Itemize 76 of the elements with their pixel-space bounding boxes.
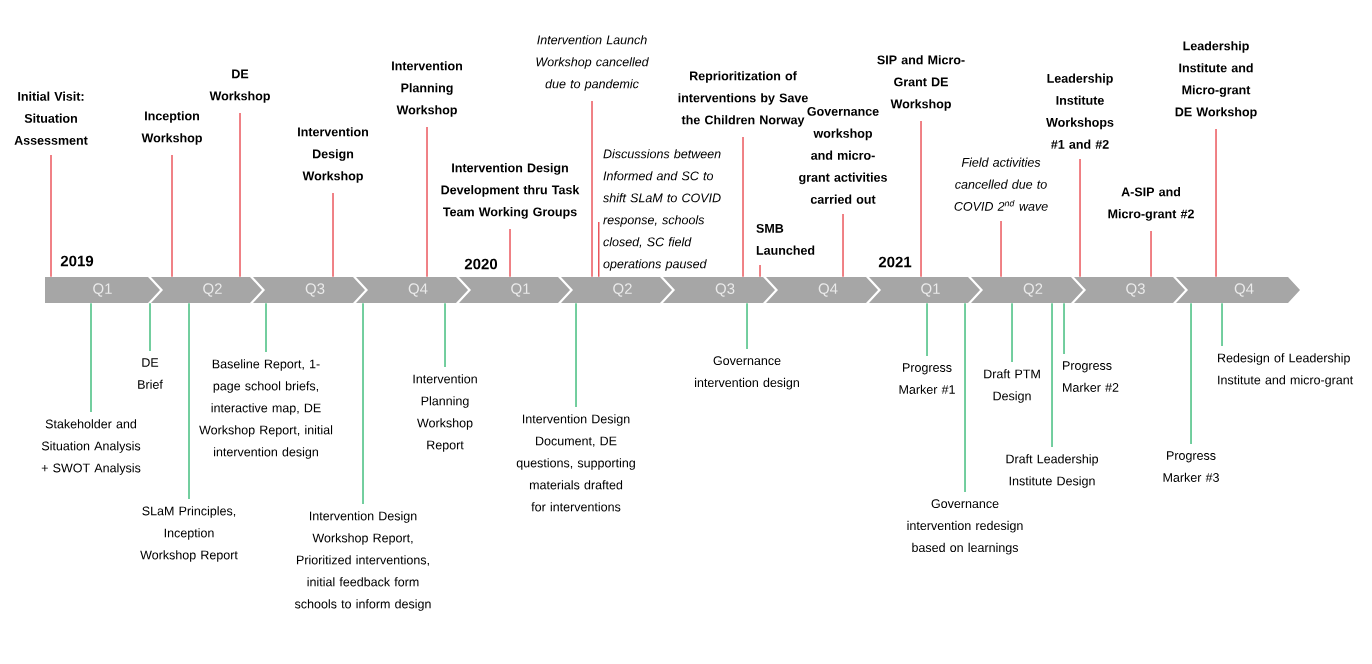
- event-label: Field activities cancelled due to COVID 2$^{nd}$ wave: [954, 157, 1048, 211]
- leader-line: [746, 302, 748, 350]
- leader-line: [265, 302, 267, 353]
- leader-line: [842, 213, 844, 278]
- leader-line: [598, 221, 600, 278]
- leader-line: [926, 302, 928, 357]
- quarter-label: Q3: [305, 283, 325, 297]
- output-label: SLaM Principles, Inception Workshop Report: [140, 506, 238, 562]
- year-label: 2020: [464, 258, 498, 270]
- output-label: Redesign of Leadership Institute and micro-grant: [1218, 353, 1354, 387]
- output-label: Intervention Design Workshop Report, Prioritized interventions, initial feedback form schools to inform design: [294, 511, 431, 611]
- quarter-label: Q2: [613, 283, 632, 297]
- quarter-label: Q1: [93, 283, 112, 297]
- output-label: Stakeholder and Situation Analysis + SWOT Analysis: [41, 419, 141, 475]
- event-label: Initial Visit: Situation Assessment: [14, 91, 88, 145]
- event-label: Intervention Launch Workshop cancelled due to pandemic: [536, 35, 649, 91]
- event-label: Reprioritization of interventions by Save the Children Norway: [678, 71, 808, 127]
- event-label: A-SIP and Micro-grant #2: [1108, 187, 1194, 221]
- leader-line: [575, 302, 577, 408]
- quarter-label: Q4: [1234, 283, 1254, 297]
- leader-line: [1150, 230, 1152, 278]
- output-label: Draft PTM Design: [984, 369, 1040, 403]
- year-label: 2021: [878, 256, 912, 268]
- event-label: Leadership Institute Workshops #1 and #2: [1046, 73, 1114, 149]
- output-label: Governance intervention design: [695, 356, 799, 390]
- leader-line: [90, 302, 92, 413]
- leader-line: [1063, 302, 1065, 355]
- leader-line: [332, 192, 334, 278]
- leader-line: [1079, 158, 1081, 278]
- event-label: SMB Launched: [756, 223, 815, 255]
- event-label: DE Workshop: [209, 69, 270, 103]
- output-label: DE Brief: [138, 358, 163, 389]
- leader-line: [509, 228, 511, 278]
- event-label: Intervention Design Workshop: [298, 127, 368, 183]
- event-label: Leadership Institute and Micro-grant DE Workshop: [1175, 41, 1257, 119]
- leader-line: [591, 100, 593, 278]
- leader-line: [1221, 302, 1223, 347]
- output-label: Progress Marker #3: [1163, 451, 1219, 482]
- leader-line: [1190, 302, 1192, 445]
- quarter-label: Q2: [203, 283, 222, 297]
- event-label: Intervention Design Development thru Task Team Working Groups: [441, 163, 580, 219]
- leader-line: [149, 302, 151, 352]
- output-label: Progress Marker #2: [1063, 361, 1119, 392]
- leader-line: [759, 264, 761, 278]
- output-label: Draft Leadership Institute Design: [1006, 454, 1099, 488]
- quarter-label: Q4: [818, 283, 838, 297]
- event-label: Inception Workshop: [141, 111, 202, 145]
- leader-line: [444, 302, 446, 368]
- year-label: 2019: [60, 255, 94, 267]
- leader-line: [964, 302, 966, 493]
- leader-line: [426, 126, 428, 278]
- leader-line: [171, 154, 173, 278]
- leader-line: [1011, 302, 1013, 363]
- event-label: Intervention Planning Workshop: [392, 61, 462, 117]
- quarter-label: Q4: [408, 283, 428, 297]
- leader-line: [188, 302, 190, 500]
- leader-line: [362, 302, 364, 505]
- quarter-label: Q3: [715, 283, 735, 297]
- output-label: Intervention Planning Workshop Report: [413, 374, 477, 452]
- output-label: Progress Marker #1: [899, 363, 955, 394]
- leader-line: [742, 136, 744, 278]
- leader-line: [50, 154, 52, 278]
- quarter-label: Q1: [921, 283, 940, 297]
- output-label: Intervention Design Document, DE questions, supporting materials drafted for interventions: [516, 414, 635, 512]
- leader-line: [920, 120, 922, 278]
- leader-line: [1000, 220, 1002, 278]
- quarter-label: Q2: [1023, 283, 1043, 297]
- event-label: SIP and Micro-Grant DE Workshop: [877, 55, 965, 111]
- leader-line: [1215, 128, 1217, 278]
- event-label: Discussions between Informed and SC to shift SLaM to COVID response, schools closed, SC field operations paused: [603, 149, 721, 271]
- output-label: Governance intervention redesign based on learnings: [907, 499, 1023, 555]
- quarter-label: Q3: [1126, 283, 1145, 297]
- leader-line: [1051, 302, 1053, 448]
- leader-line: [239, 112, 241, 278]
- quarter-label: Q1: [511, 283, 530, 297]
- output-label: Baseline Report, 1-page school briefs, interactive map, DE Workshop Report, initial intervention design: [199, 359, 333, 459]
